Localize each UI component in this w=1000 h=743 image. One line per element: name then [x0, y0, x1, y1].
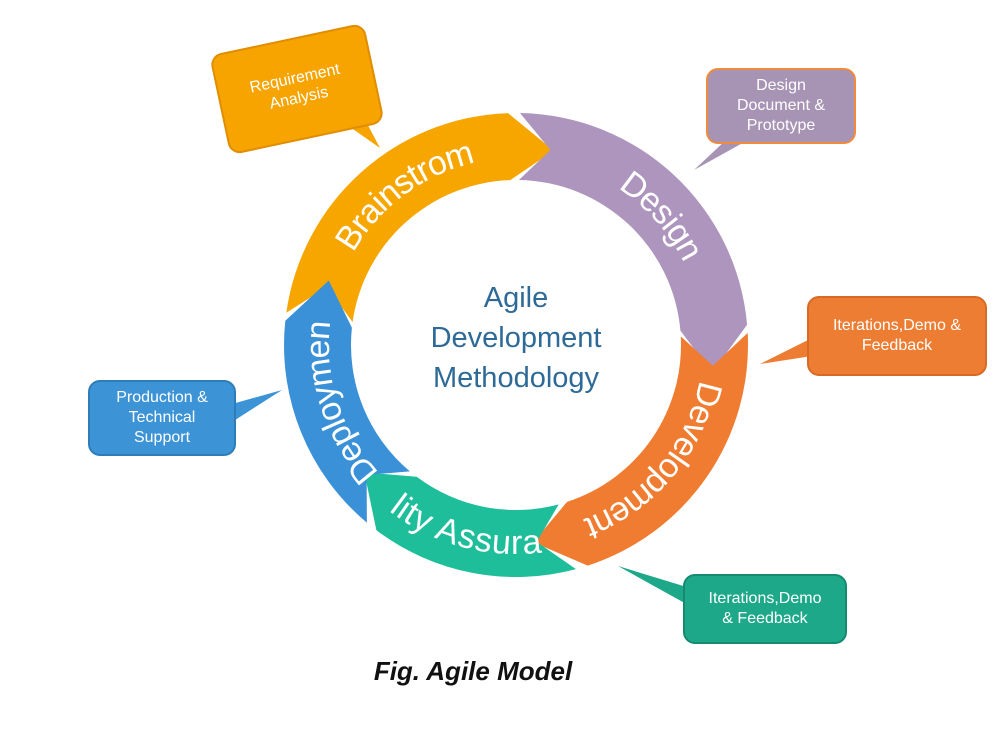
callout-qa-text: Iterations,Demo & Feedback [708, 590, 822, 627]
callout-requirement-text: Requirement Analysis [248, 60, 342, 113]
callout-tail-development [760, 338, 812, 364]
center-title-line-2: Development [431, 322, 602, 354]
center-title: Agile Development Methodology [431, 282, 602, 394]
callout-qa-feedback: Iterations,Demo & Feedback [683, 574, 847, 644]
center-title-line-1: Agile [484, 282, 549, 314]
center-title-line-3: Methodology [433, 362, 600, 394]
callout-development-feedback: Iterations,Demo & Feedback [807, 296, 987, 376]
callout-tail-qa [618, 566, 690, 606]
segment-quality-assurance [364, 472, 576, 577]
figure-caption: Fig. Agile Model [373, 656, 573, 686]
segment-brainstorm [286, 113, 554, 322]
callout-development-text: Iterations,Demo & Feedback [832, 317, 962, 354]
segment-development [533, 332, 749, 566]
callout-design-text: Design Document & Prototype [736, 77, 826, 134]
segment-deployment [284, 280, 410, 523]
callout-tail-deployment [232, 390, 282, 422]
segment-design [518, 113, 748, 373]
callout-deployment-text: Production & Technical Support [116, 389, 208, 446]
callout-tail-design [694, 140, 748, 170]
callout-design-document: Design Document & Prototype [706, 68, 856, 144]
callout-production-support: Production & Technical Support [88, 380, 236, 456]
